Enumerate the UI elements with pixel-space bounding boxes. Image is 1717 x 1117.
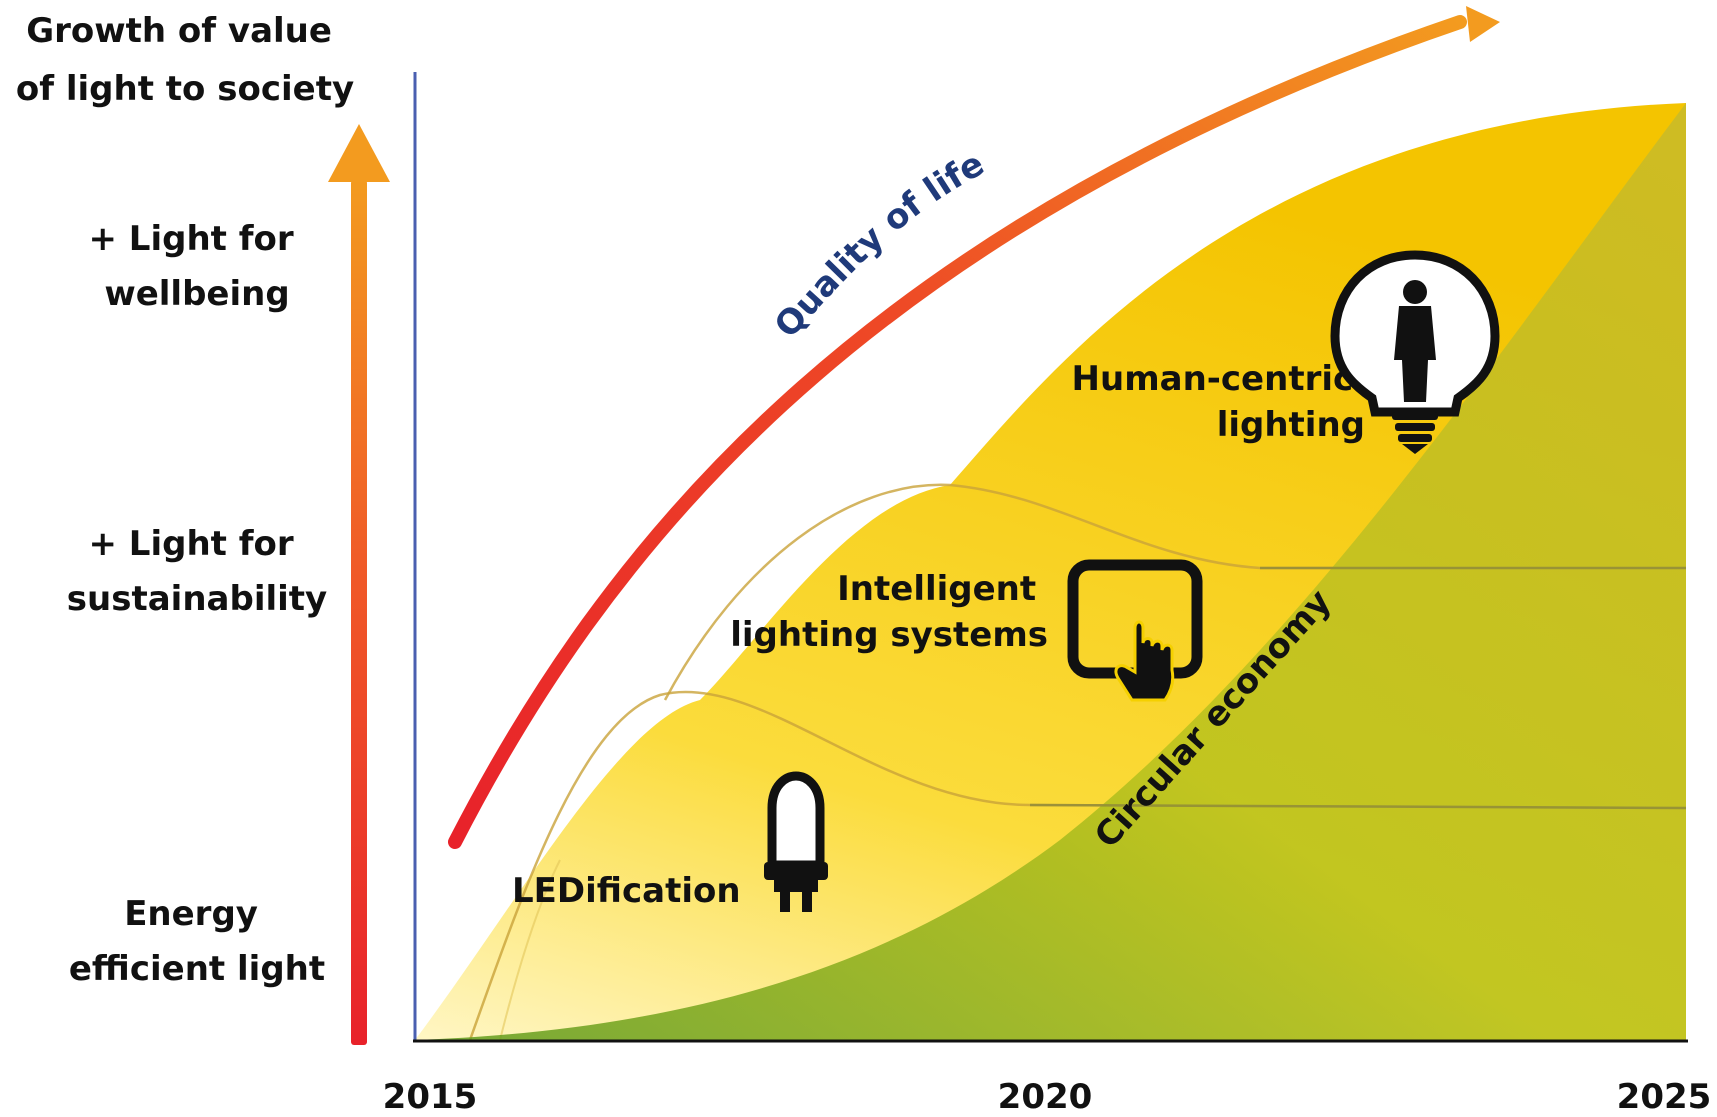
- x-tick-2020: 2020: [998, 1077, 1093, 1117]
- y-axis-title-line1: Growth of value: [26, 11, 332, 51]
- value-growth-arrow: [328, 124, 390, 1045]
- quality-of-life-arrow: [448, 15, 1467, 849]
- ledification-label: LEDification: [512, 871, 741, 911]
- level-wellbeing-label: + Light for wellbeing: [88, 219, 305, 314]
- ledification-boundary: [468, 690, 1687, 1041]
- person-in-bulb-icon: [1330, 250, 1500, 454]
- led-plug-icon: [764, 771, 828, 912]
- intelligent-lighting-label: Intelligent lighting systems: [730, 569, 1048, 655]
- quality-of-life-arrowhead: [1466, 6, 1500, 42]
- human-centric-lighting-label: Human-centric lighting: [1072, 359, 1365, 445]
- intelligent-lighting-boundary: [663, 483, 1686, 701]
- x-tick-2025: 2025: [1617, 1077, 1712, 1117]
- level-energy-label: Energy efficient light: [69, 894, 325, 989]
- ledification-inner-edge: [499, 859, 561, 1041]
- y-axis-title: Growth of value of light to society: [16, 11, 354, 109]
- y-axis-title-line2: of light to society: [16, 69, 354, 109]
- x-tick-2015: 2015: [383, 1077, 478, 1117]
- touchscreen-hand-icon: [1067, 559, 1203, 702]
- level-sustainability-label: + Light for sustainability: [67, 524, 327, 619]
- circular-economy-line-lower: [1029, 803, 1687, 810]
